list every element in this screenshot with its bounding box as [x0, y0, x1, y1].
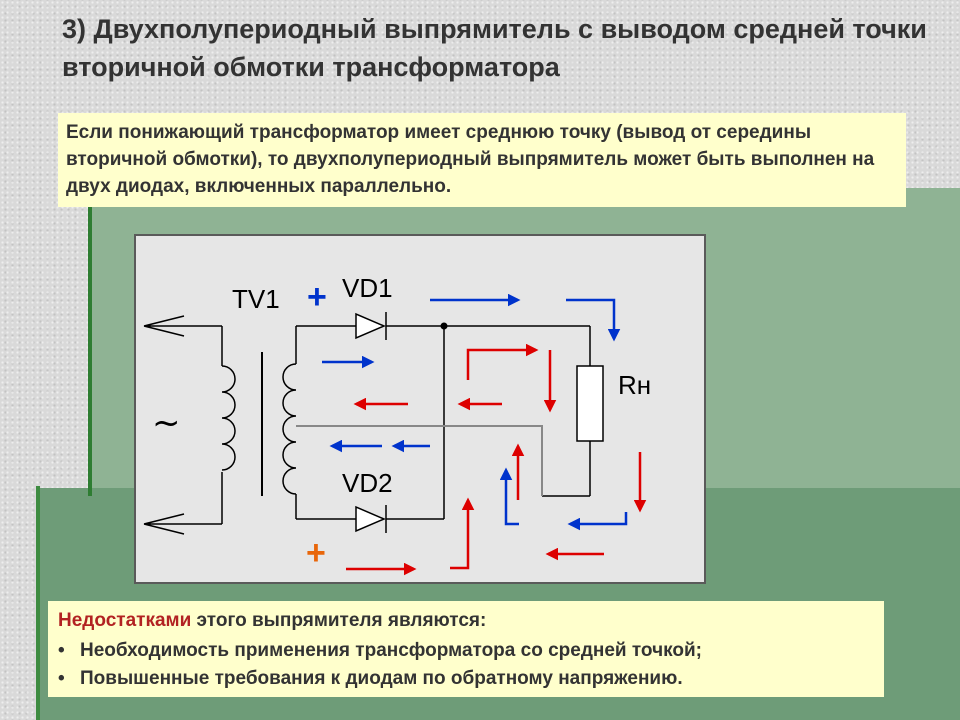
drawbacks-heading-rest: этого выпрямителя являются: [191, 610, 487, 631]
junction-dot [440, 322, 448, 330]
bullet-icon: • [58, 668, 65, 689]
drawbacks-heading-highlight: Недостатками [58, 610, 192, 631]
ac-source-symbol: ~ [152, 403, 181, 443]
arrow-red-to-load [466, 343, 539, 380]
slide-title: 3) Двухполупериодный выпрямитель с вывод… [62, 14, 927, 82]
arrow-blue-return-up [499, 467, 519, 526]
arrow-red-vd2-up [450, 497, 475, 570]
diagram-frame [134, 234, 706, 584]
list-item-text: Необходимость применения трансформатора … [80, 640, 702, 661]
list-item: • Повышенные требования к диодам по обрат… [58, 665, 874, 693]
plus-sign-bottom: + [306, 534, 326, 572]
drawbacks-heading: Недостатками этого выпрямителя являются: [58, 607, 874, 635]
diode-vd1-label: VD1 [342, 273, 393, 303]
input-terminals [143, 315, 223, 535]
rectifier-circuit-diagram: TV1 VD1 VD2 Rн ~ + + [134, 234, 706, 584]
plus-sign-top: + [307, 278, 327, 316]
background-green-line-lower [36, 486, 40, 720]
drawbacks-list: • Необходимость применения трансформатора… [58, 637, 874, 693]
list-item-text: Повышенные требования к диодам по обратн… [80, 668, 683, 689]
bullet-icon: • [58, 640, 65, 661]
arrow-blue-to-load [566, 298, 621, 342]
center-tap-wire [296, 425, 543, 496]
transformer-label: TV1 [232, 284, 280, 314]
load-label: Rн [618, 370, 651, 400]
blue-current-arrows [322, 293, 628, 531]
circuit-wires [295, 325, 591, 520]
drawbacks-box: Недостатками этого выпрямителя являются:… [48, 601, 884, 697]
arrow-blue-return-bottom [567, 512, 628, 531]
diode-vd2 [355, 505, 387, 533]
primary-winding [221, 365, 236, 471]
background-green-line [88, 206, 92, 496]
list-item: • Необходимость применения трансформатора… [58, 637, 874, 665]
red-current-arrows [346, 343, 647, 576]
load-resistor [576, 365, 604, 442]
diode-vd1 [355, 312, 387, 340]
intro-text-box: Если понижающий трансформатор имеет сред… [58, 113, 906, 207]
secondary-winding [282, 363, 297, 495]
diode-vd2-label: VD2 [342, 468, 393, 498]
